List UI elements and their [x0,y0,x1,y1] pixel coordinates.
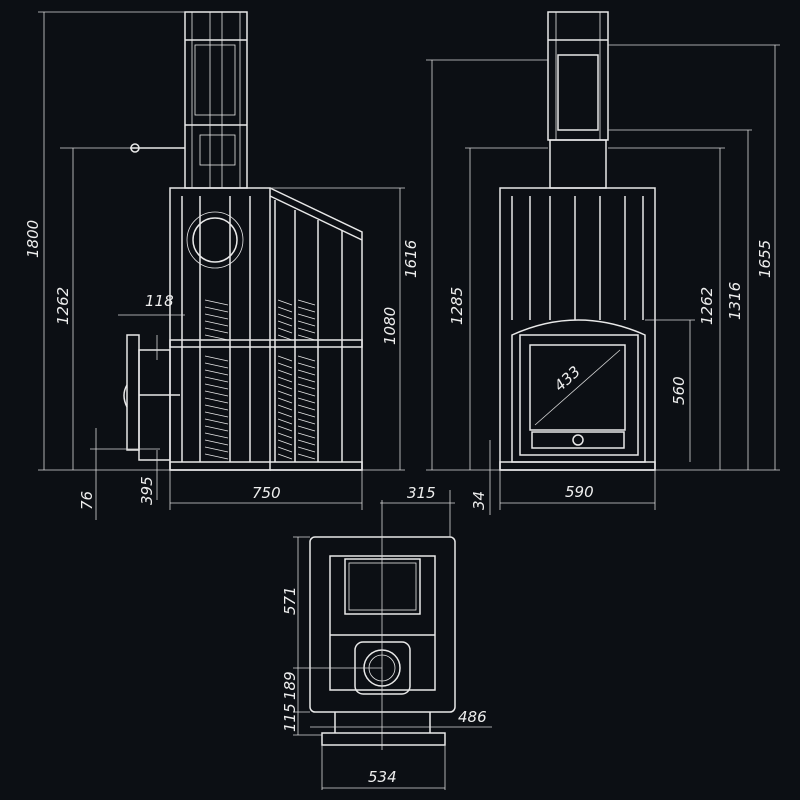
stone-hatch-line [277,418,293,425]
dim-1262-front: 1262 [698,287,716,325]
dim-571: 571 [281,586,299,615]
dim-395: 395 [138,476,156,505]
stone-hatch-line [297,397,316,404]
stone-hatch-line [297,327,316,334]
dim-76: 76 [78,491,96,510]
dim-534: 534 [368,768,397,786]
stone-hatch-line [277,432,293,439]
stone-hatch-line [297,369,316,376]
stone-hatch-line [297,439,316,446]
stone-hatch-line [277,334,293,341]
stone-hatch-line [297,299,316,306]
dim-433: 433 [551,362,584,395]
stone-hatch-line [297,390,316,397]
stone-hatch-line [297,376,316,383]
stone-hatch-line [204,453,229,460]
stone-hatch-line [277,306,293,313]
stone-hatch-line [204,432,229,439]
stone-hatch-line [277,362,293,369]
stone-hatch-line [297,320,316,327]
stone-hatch-line [297,446,316,453]
dim-315: 315 [407,484,436,502]
dim-1262: 1262 [54,287,72,325]
stone-hatch-line [204,439,229,446]
stone-hatch-line [204,320,229,327]
stone-hatch-line [204,355,229,362]
stone-hatch-line [204,376,229,383]
firebox-door [123,334,180,461]
stone-hatch-line [277,369,293,376]
stone-hatch-line [277,376,293,383]
dim-1655: 1655 [756,240,774,278]
stone-hatch-line [204,306,229,313]
stone-hatch-line [277,411,293,418]
stone-hatch-line [297,418,316,425]
front-dimensions: 1285 560 1262 1316 1655 34 590 315 [407,44,780,515]
stone-hatch-line [204,397,229,404]
stone-hatch-line [297,313,316,320]
dim-560: 560 [670,376,688,405]
dim-590: 590 [565,483,594,501]
front-body: 433 [499,187,656,471]
stone-hatch-line [297,453,316,460]
stone-hatch-line [277,397,293,404]
stone-hatch-line [297,425,316,432]
stone-hatch-line [277,404,293,411]
stone-hatch-line [204,446,229,453]
stone-hatch-line [204,369,229,376]
stone-hatch-line [204,404,229,411]
stone-hatch-line [204,362,229,369]
stone-hatch-line [297,334,316,341]
stone-hatch-line [277,383,293,390]
dim-189: 189 [281,671,299,700]
stone-hatch-line [277,446,293,453]
stone-hatch-line [204,390,229,397]
stone-hatch-line [277,355,293,362]
stone-hatch-line [277,390,293,397]
stone-hatch-line [277,313,293,320]
dim-118: 118 [145,292,174,310]
dim-750: 750 [252,484,281,502]
stone-hatch-line [297,355,316,362]
dim-115: 115 [281,703,299,732]
stone-hatch-line [204,425,229,432]
stone-hatch-line [204,383,229,390]
dim-34: 34 [470,491,488,510]
stone-hatch-line [297,306,316,313]
stone-hatch-line [204,418,229,425]
dim-486: 486 [458,708,487,726]
stone-hatch-line [277,299,293,306]
stone-hatch-line [204,334,229,341]
stone-hatch-line [297,411,316,418]
dim-1316: 1316 [726,282,744,320]
stone-hatch-line [277,453,293,460]
stone-hatch-line [277,439,293,446]
chimney [130,11,248,189]
stone-hatch-line [277,425,293,432]
side-dimensions: 1800 1262 118 1616 1080 76 395 750 [24,11,420,520]
stone-hatch-line [297,362,316,369]
stove-body [169,187,363,471]
stone-hatch-line [297,404,316,411]
stone-hatch-line [204,411,229,418]
stone-hatch-line [204,327,229,334]
stone-hatch-line [277,327,293,334]
dim-1616: 1616 [402,240,420,278]
top-view: 571 189 115 486 534 [281,490,492,790]
stone-hatch-line [297,432,316,439]
dim-1285: 1285 [448,287,466,325]
stone-hatch-line [204,313,229,320]
front-view: 433 1285 560 1262 1316 1655 34 [407,11,780,515]
front-chimney [547,11,609,189]
stone-hatch-line [204,299,229,306]
side-view: 1800 1262 118 1616 1080 76 395 750 [24,11,420,520]
dim-1800: 1800 [24,220,42,258]
dim-1080: 1080 [381,307,399,345]
stone-hatch-line [297,383,316,390]
stone-hatch-line [277,320,293,327]
